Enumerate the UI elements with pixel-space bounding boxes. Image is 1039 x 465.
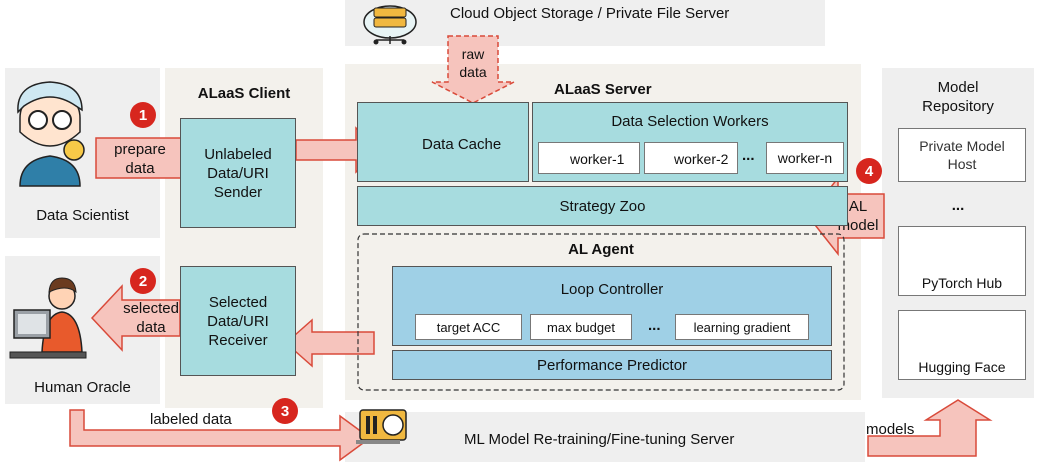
ml-server-panel — [345, 412, 865, 462]
client-title: ALaaS Client — [197, 85, 291, 102]
selected-data-arrow — [90, 284, 181, 352]
step-badge-4: 4 — [856, 158, 882, 184]
workers-title: Data Selection Workers — [611, 113, 769, 130]
worker-n-chip: worker-n — [766, 142, 844, 174]
server-title: ALaaS Server — [554, 81, 652, 98]
raw-data-arrow — [431, 35, 515, 104]
labeled-data-label: labeled data — [150, 411, 232, 428]
step-badge-1: 1 — [130, 102, 156, 128]
step-badge-3: 3 — [272, 398, 298, 424]
ml-server-label: ML Model Re-training/Fine-tuning Server — [464, 431, 735, 448]
step-badge-2: 2 — [130, 268, 156, 294]
repository-title: Model Repository — [922, 79, 994, 115]
agent-title: AL Agent — [568, 241, 634, 258]
cloud-panel — [345, 0, 825, 46]
human-oracle-icon — [9, 277, 87, 359]
worker-2-chip — [644, 142, 738, 174]
repository-ellipsis: ... — [951, 197, 965, 214]
data-scientist-icon — [17, 81, 85, 187]
selected-data-label: selected data — [123, 300, 179, 336]
learning-gradient-chip: learning gradient — [675, 314, 809, 340]
models-label: models — [866, 421, 915, 438]
agent-dashed-box — [357, 233, 845, 391]
controller-ellipsis: ... — [648, 317, 661, 334]
hugging-face-label: Hugging Face — [918, 359, 1006, 375]
data-cache-label: Data Cache — [422, 136, 502, 153]
worker-1-label: worker-1 — [570, 151, 625, 167]
strategy-zoo-box: Strategy Zoo — [357, 186, 848, 226]
data-cache-box — [357, 102, 529, 182]
pytorch-hub-box — [898, 226, 1026, 296]
cloud-label: Cloud Object Storage / Private File Serv… — [450, 5, 730, 22]
raw-data-label: raw data — [459, 46, 487, 80]
models-arrow — [867, 399, 993, 457]
data-scientist-label: Data Scientist — [36, 207, 129, 224]
max-budget-chip: max budget — [530, 314, 632, 340]
cloud-server-icon — [363, 5, 417, 45]
pytorch-hub-label: PyTorch Hub — [921, 275, 1003, 291]
worker-1-chip — [538, 142, 640, 174]
worker-2-label: worker-2 — [674, 151, 729, 167]
human-oracle-label: Human Oracle — [34, 379, 131, 396]
labeled-data-arrow — [69, 409, 372, 462]
hugging-face-box — [898, 310, 1026, 380]
performance-predictor-box: Performance Predictor — [392, 350, 832, 380]
uri-sender-box: Unlabeled Data/URI Sender — [180, 118, 296, 228]
uri-receiver-box: Selected Data/URI Receiver — [180, 266, 296, 376]
prepare-data-label: prepare data — [114, 141, 166, 177]
workers-ellipsis: ... — [742, 147, 755, 164]
loop-controller-title: Loop Controller — [560, 281, 664, 298]
gpu-icon — [356, 409, 407, 444]
target-acc-chip: target ACC — [415, 314, 522, 340]
private-model-host-box: Private Model Host — [898, 128, 1026, 182]
server-to-receiver-arrow — [284, 318, 375, 368]
